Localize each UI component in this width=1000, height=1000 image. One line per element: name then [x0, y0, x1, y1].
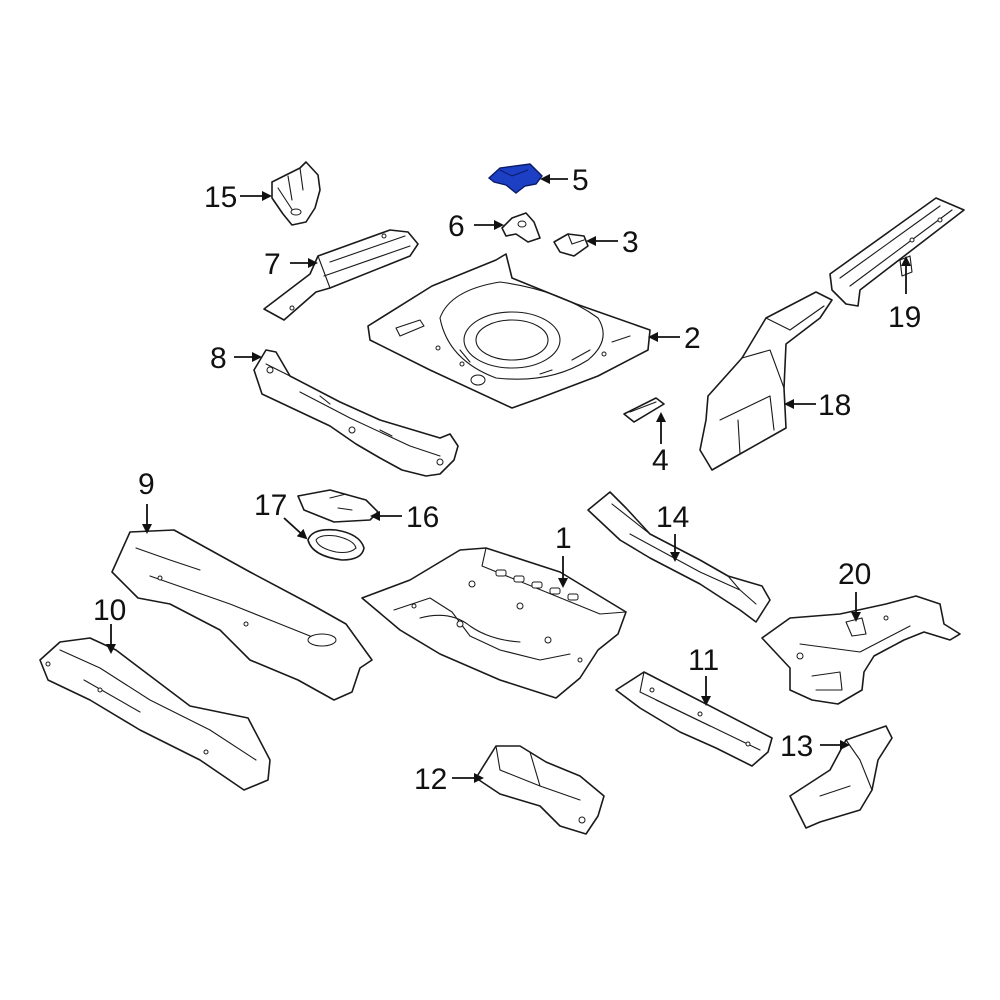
callout-19-label: 19 — [888, 301, 921, 334]
callout-15-label: 15 — [204, 181, 237, 214]
part-13-bracket[interactable] — [789, 725, 893, 829]
callout-19: 19 — [888, 256, 921, 334]
callout-18-label: 18 — [818, 389, 851, 422]
part-7-rail[interactable] — [263, 229, 419, 321]
callout-9-label: 9 — [138, 468, 155, 501]
part-20-support-bracket[interactable] — [761, 595, 961, 705]
callout-13-label: 13 — [780, 730, 813, 763]
callout-18: 18 — [784, 389, 851, 422]
callout-7: 7 — [264, 248, 318, 281]
part-1-front-floor-pan[interactable] — [361, 547, 627, 699]
part-16-plate[interactable] — [297, 489, 379, 523]
callout-14: 14 — [656, 501, 689, 562]
callout-4-label: 4 — [652, 444, 669, 477]
part-15-bracket[interactable] — [271, 161, 321, 226]
callout-20: 20 — [838, 558, 871, 622]
callout-10: 10 — [93, 594, 126, 654]
part-18-rear-side-member[interactable] — [699, 291, 833, 471]
callout-3: 3 — [586, 226, 639, 259]
callout-14-label: 14 — [656, 501, 689, 534]
part-3-clip[interactable] — [553, 233, 589, 257]
callout-1-label: 1 — [555, 522, 572, 555]
callout-20-label: 20 — [838, 558, 871, 591]
part-8-cross-member[interactable] — [253, 349, 459, 477]
callout-1: 1 — [555, 522, 572, 588]
callout-6: 6 — [448, 210, 504, 243]
callout-17: 17 — [254, 489, 308, 540]
callout-2-label: 2 — [684, 322, 701, 355]
part-17-grommet[interactable] — [307, 528, 365, 561]
part-5-bracket-highlighted[interactable] — [487, 163, 543, 194]
callout-12-label: 12 — [414, 763, 447, 796]
callout-11-label: 11 — [688, 644, 719, 677]
callout-2: 2 — [648, 322, 701, 355]
callout-8: 8 — [210, 342, 262, 375]
callout-5-label: 5 — [572, 164, 589, 197]
callout-9: 9 — [138, 468, 155, 534]
part-12-bracket[interactable] — [475, 745, 605, 835]
callout-12: 12 — [414, 763, 484, 796]
callout-5: 5 — [540, 164, 589, 197]
part-4-clip[interactable] — [623, 397, 665, 423]
part-6-bracket[interactable] — [501, 212, 541, 243]
callout-17-label: 17 — [254, 489, 287, 522]
callout-16: 16 — [370, 501, 439, 534]
callout-6-label: 6 — [448, 210, 465, 243]
callout-4: 4 — [652, 412, 669, 477]
callout-7-label: 7 — [264, 248, 281, 281]
part-9-cross-member[interactable] — [111, 529, 373, 701]
part-19-rail[interactable] — [829, 197, 965, 307]
callout-10-label: 10 — [93, 594, 126, 627]
callout-11: 11 — [688, 644, 719, 706]
callout-8-label: 8 — [210, 342, 227, 375]
part-10-cross-member[interactable] — [39, 637, 271, 791]
callout-3-label: 3 — [622, 226, 639, 259]
part-11-rail[interactable] — [615, 671, 773, 767]
callout-13: 13 — [780, 730, 850, 763]
callout-16-label: 16 — [406, 501, 439, 534]
callout-15: 15 — [204, 181, 272, 214]
part-2-rear-floor-pan[interactable] — [367, 253, 651, 409]
